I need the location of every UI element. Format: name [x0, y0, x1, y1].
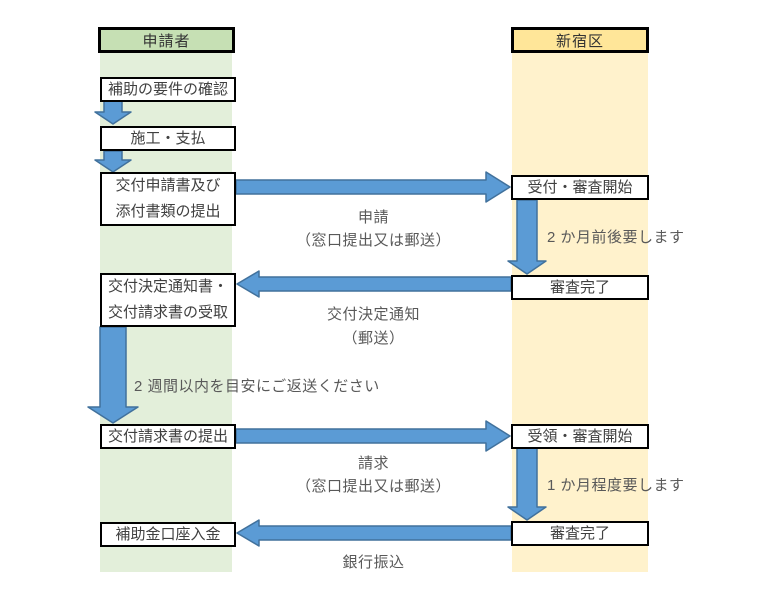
box-subsidy-deposit-label: 補助金口座入金 — [115, 525, 221, 543]
note-return-deadline: 2 週間以内を目安にご返送ください — [134, 378, 380, 395]
label-decision-notice: 交付決定通知 — [326, 306, 420, 323]
box-construction-payment-label: 施工・支払 — [130, 129, 206, 147]
label-decision-notice-method: （郵送） — [342, 330, 405, 347]
box-claim-submission-label: 交付請求書の提出 — [107, 427, 228, 445]
box-application-submission: 交付申請書及び 添付書類の提出 — [100, 172, 236, 226]
arrow-down-notice-to-claim — [87, 326, 139, 424]
arrow-down-construction-to-application — [94, 150, 132, 173]
box-requirements-check-label: 補助の要件の確認 — [107, 80, 228, 98]
arrow-right-application-submit — [235, 171, 511, 203]
arrow-left-bank-transfer — [236, 519, 512, 547]
arrow-down-receipt-to-review — [507, 447, 547, 521]
box-subsidy-deposit: 補助金口座入金 — [100, 522, 236, 547]
note-payment-duration: 1 か月程度要します — [547, 477, 685, 494]
applicant-header: 申請者 — [98, 27, 235, 53]
box-decision-notice-receipt-line1: 交付決定通知書・ — [107, 278, 228, 295]
box-claim-submission: 交付請求書の提出 — [100, 424, 236, 449]
box-application-submission-line1: 交付申請書及び — [115, 177, 221, 194]
label-claim: 請求 — [357, 455, 389, 472]
label-bank-transfer: 銀行振込 — [342, 554, 405, 571]
box-application-submission-line2: 添付書類の提出 — [115, 203, 221, 220]
label-application: 申請 — [357, 209, 389, 226]
box-receipt-review-start-label: 受領・審査開始 — [527, 427, 633, 445]
ward-header: 新宿区 — [511, 27, 649, 53]
box-decision-notice-receipt: 交付決定通知書・ 交付請求書の受取 — [100, 273, 236, 327]
box-decision-notice-receipt-line2: 交付請求書の受取 — [107, 304, 228, 321]
applicant-header-label: 申請者 — [142, 32, 191, 50]
box-review-complete-2: 審査完了 — [511, 521, 649, 546]
box-review-complete-1: 審査完了 — [511, 275, 649, 300]
box-construction-payment: 施工・支払 — [100, 126, 236, 151]
arrow-left-decision-notice — [236, 270, 512, 298]
arrow-down-reception-to-review — [507, 199, 547, 275]
box-receipt-review-start: 受領・審査開始 — [511, 424, 649, 449]
label-application-method: （窓口提出又は郵送） — [295, 232, 451, 249]
label-claim-method: （窓口提出又は郵送） — [295, 478, 451, 495]
box-review-complete-1-label: 審査完了 — [549, 278, 610, 296]
arrow-down-requirements-to-construction — [94, 100, 132, 125]
note-review-duration: 2 か月前後要します — [547, 229, 685, 246]
box-requirements-check: 補助の要件の確認 — [100, 77, 236, 102]
box-reception-review-start: 受付・審査開始 — [511, 175, 649, 200]
box-review-complete-2-label: 審査完了 — [549, 524, 610, 542]
arrow-right-claim-submit — [235, 420, 511, 452]
ward-header-label: 新宿区 — [555, 32, 604, 50]
box-reception-review-start-label: 受付・審査開始 — [527, 178, 633, 196]
